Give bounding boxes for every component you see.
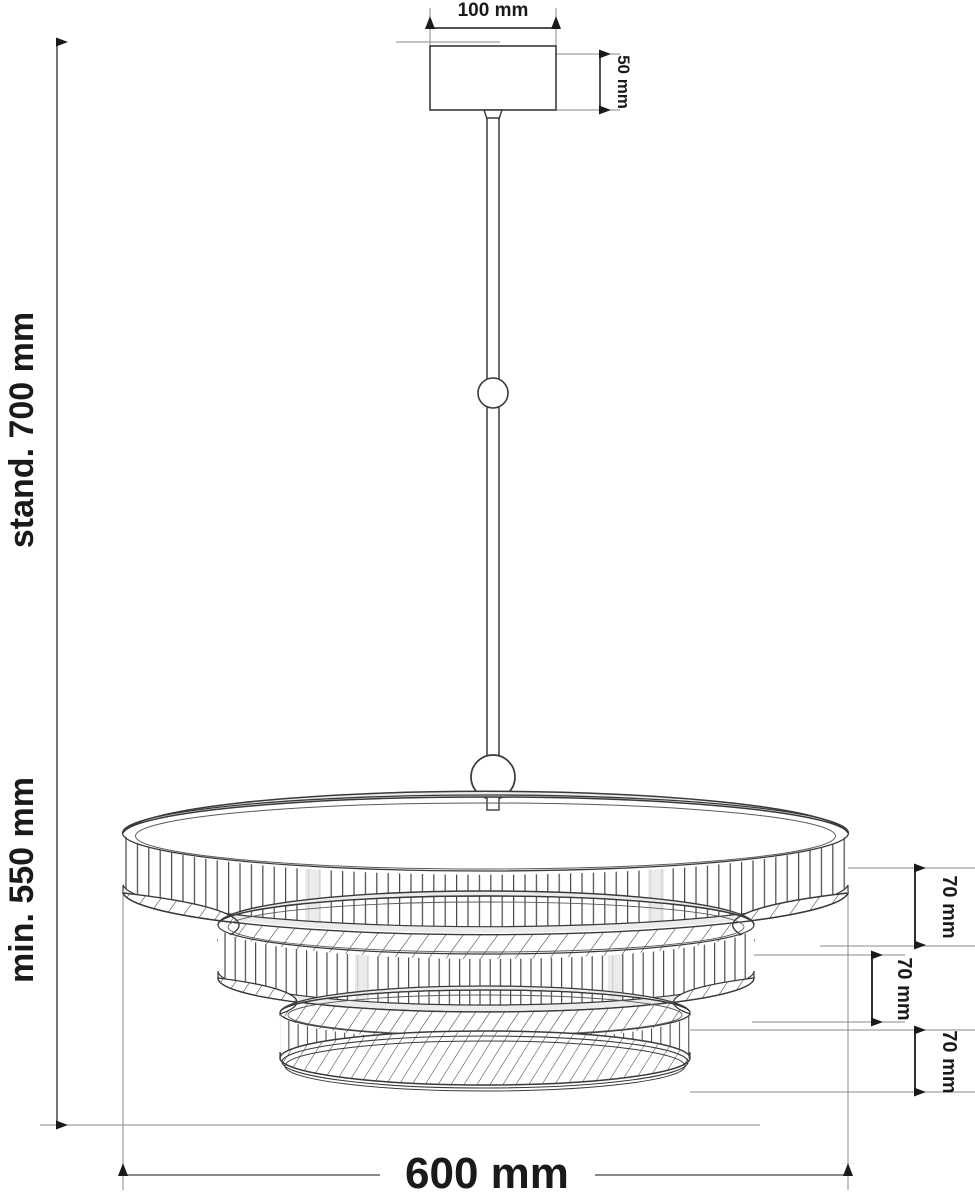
tier-middle-height-label: 70 mm (893, 957, 915, 1020)
standard-drop-label: stand. 700 mm (3, 312, 41, 548)
ceiling-canopy (429, 45, 557, 120)
overall-width-label: 600 mm (405, 1149, 569, 1198)
canopy-width-label: 100 mm (458, 0, 529, 21)
minimum-drop-label: min. 550 mm (3, 777, 41, 983)
tier-bottom-height-label: 70 mm (938, 1030, 960, 1093)
upper-ball-joint (477, 377, 509, 409)
canopy-height-label: 50 mm (614, 55, 633, 109)
suspension-rod (470, 117, 516, 811)
tier-top-height-label: 70 mm (938, 875, 960, 938)
dimension-witness-lines (40, 8, 975, 1190)
